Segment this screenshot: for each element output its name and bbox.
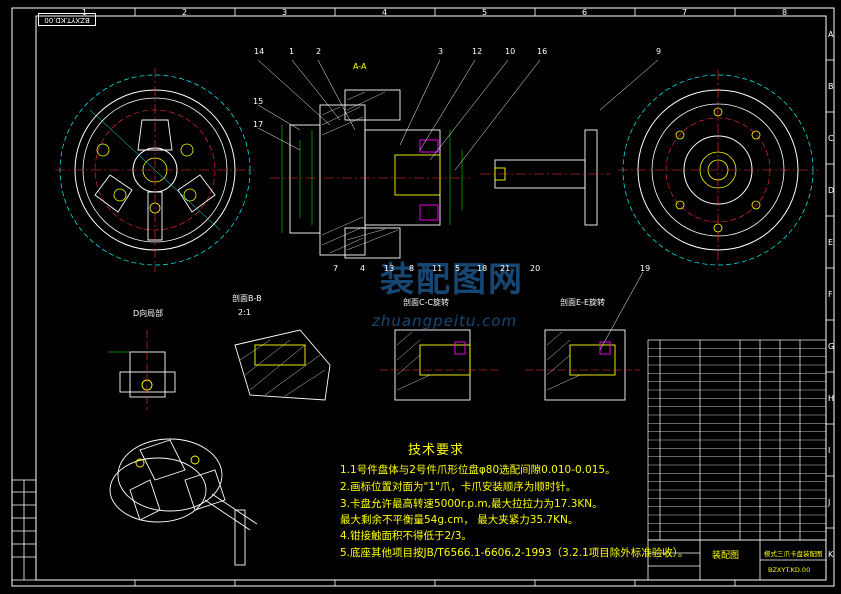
left-margin-stamp-boxes	[11, 479, 37, 581]
title-block	[647, 539, 827, 581]
grid-row-letter: B	[828, 82, 834, 91]
section-b-b-view	[234, 329, 331, 401]
tech-requirement-line: 2.画标位置对面为"1"爪，卡爪安装顺序为顺时针。	[340, 481, 577, 493]
watermark-url: zhuangpeitu.com	[372, 312, 518, 330]
part-number-bottom: 7	[333, 264, 339, 273]
section-c-c-view	[380, 329, 500, 401]
part-number-bottom: 21	[500, 264, 511, 273]
part-number-top: 14	[254, 47, 265, 56]
section-e-e-view	[525, 329, 640, 401]
part-number-bottom: 18	[477, 264, 488, 273]
grid-column-number: 1	[82, 8, 88, 17]
title-block-drawing-name: 装配图	[712, 551, 740, 561]
section-label-e-e: 剖面E-E旋转	[560, 298, 605, 307]
section-label-d-detail: D向局部	[133, 309, 164, 318]
grid-row-letter: C	[828, 134, 834, 143]
title-block-drawing-code: BZXYT.KD.00	[768, 566, 811, 574]
title-block-product-name: 楔式三爪卡盘装配图	[764, 550, 823, 558]
sheet-outer-border	[11, 7, 835, 587]
grid-row-letter: I	[828, 446, 831, 455]
grid-row-letter: F	[828, 290, 833, 299]
part-number-left: 15	[253, 97, 264, 106]
grid-column-number: 6	[582, 8, 588, 17]
part-number-bottom: 13	[384, 264, 395, 273]
tech-requirement-line: 4.钳接触面积不得低于2/3。	[340, 530, 472, 542]
section-label-b-b: 剖面B-B	[232, 294, 262, 303]
grid-row-letter: K	[828, 550, 834, 559]
section-label-ratio: 2:1	[238, 308, 251, 317]
grid-column-number: 7	[682, 8, 688, 17]
right-rear-view	[618, 70, 818, 270]
part-number-bottom: 11	[432, 264, 443, 273]
grid-column-number: 4	[382, 8, 388, 17]
part-number-top: 1	[289, 47, 295, 56]
tech-requirement-line: 1.1号件盘体与2号件爪形位盘φ80选配间隙0.010-0.015。	[340, 464, 616, 476]
part-number-bottom: 19	[640, 264, 651, 273]
part-number-top: 2	[316, 47, 322, 56]
grid-row-letter: H	[828, 394, 835, 403]
isometric-view	[109, 438, 258, 566]
grid-column-number: 5	[482, 8, 488, 17]
part-number-bottom: 20	[530, 264, 541, 273]
part-leader-lines	[257, 59, 659, 351]
tech-requirement-line: 5.底座其他项目按JB/T6566.1-6606.2-1993（3.2.1项目除…	[340, 547, 689, 559]
sheet-inner-border	[35, 15, 827, 581]
part-number-top: 3	[438, 47, 444, 56]
d-detail-view	[108, 330, 176, 410]
part-number-bottom: 8	[409, 264, 415, 273]
grid-row-letter: A	[828, 30, 834, 39]
center-section-view	[270, 89, 470, 259]
grid-row-letter: D	[828, 186, 835, 195]
grid-row-letter: E	[828, 238, 834, 247]
grid-column-number: 2	[182, 8, 188, 17]
right-grid-ticks	[826, 59, 834, 529]
watermark-chinese: 装配图网	[380, 260, 524, 300]
part-number-bottom: 5	[455, 264, 461, 273]
part-number-bottom: 4	[360, 264, 366, 273]
top-grid-ticks	[134, 8, 736, 586]
grid-column-number: 8	[782, 8, 788, 17]
grid-row-letter: G	[828, 342, 835, 351]
grid-row-letter: J	[828, 498, 831, 507]
part-number-left: 17	[253, 120, 264, 129]
part-number-top: 9	[656, 47, 662, 56]
tech-requirements-title: 技术要求	[408, 443, 465, 458]
tech-requirement-line: 3.卡盘允许最高转速5000r.p.m,最大拉拉力为17.3KN。	[340, 498, 603, 510]
section-label-a-a: A-A	[353, 62, 367, 71]
rotated-drawing-number: BZXYT.KD.00	[38, 13, 96, 26]
part-number-top: 16	[537, 47, 548, 56]
grid-column-number: 3	[282, 8, 288, 17]
left-front-view	[55, 68, 255, 272]
tech-requirement-line: 最大剩余不平衡量54g.cm， 最大夹紧力35.7KN。	[340, 514, 579, 526]
section-label-c-c: 剖面C-C旋转	[403, 298, 450, 307]
part-number-top: 12	[472, 47, 483, 56]
arbor-shaft-view	[480, 129, 610, 226]
part-number-top: 10	[505, 47, 516, 56]
parts-list-rows	[648, 348, 826, 532]
